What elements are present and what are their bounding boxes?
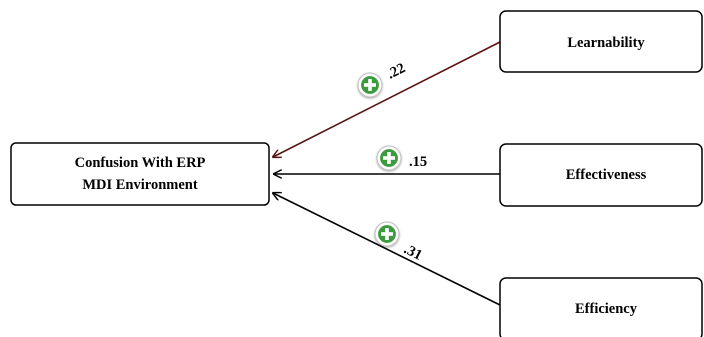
target-label-line2: MDI Environment [82,177,198,193]
predictor-label-efficiency: Efficiency [575,301,638,317]
target-node: Confusion With ERP MDI Environment [10,142,270,206]
predictor-label-learnability: Learnability [567,35,645,51]
target-label-line1: Confusion With ERP [75,155,206,171]
path-arrow-learnability [273,41,501,157]
predictor-label-effectiveness: Effectiveness [566,167,647,183]
coefficient-effectiveness: .15 [409,154,427,170]
plus-icon [376,145,402,171]
plus-icon [374,221,400,247]
plus-icon [357,72,383,98]
predictor-node-effectiveness: Effectiveness [499,143,703,207]
path-arrow-efficiency [273,193,501,306]
coefficient-efficiency: .31 [401,241,424,263]
predictor-node-learnability: Learnability [499,10,703,73]
predictor-node-efficiency: Efficiency [499,277,703,337]
coefficient-learnability: .22 [385,60,408,82]
